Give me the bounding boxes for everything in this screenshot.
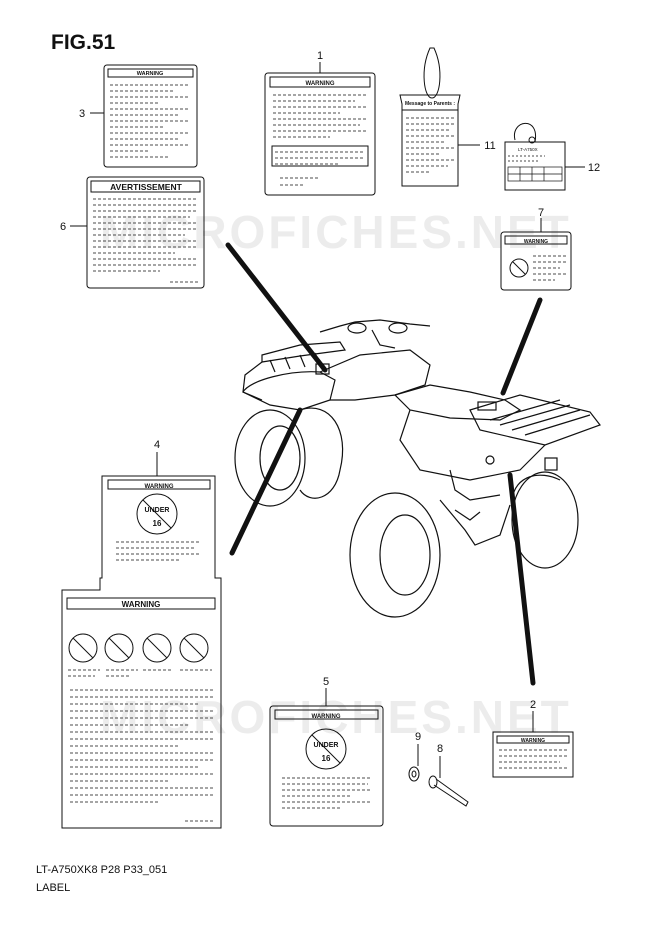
tag-12-model: LT-A750X (518, 147, 538, 152)
label-6-heading: AVERTISSEMENT (110, 182, 182, 192)
label-7 (500, 231, 572, 291)
callout-7: 7 (538, 207, 544, 219)
callout-1: 1 (317, 50, 323, 62)
warning-panel-heading: WARNING (122, 600, 161, 609)
callout-12: 12 (588, 162, 600, 174)
label-5-age: 16 (322, 754, 331, 763)
washer-9 (408, 766, 420, 782)
leader-lines (225, 242, 543, 686)
figure-title: FIG.51 (51, 31, 116, 54)
label-1-heading: WARNING (306, 81, 335, 87)
tag-11 (399, 47, 461, 187)
label-5-under: UNDER (314, 742, 339, 749)
callout-9: 9 (415, 731, 421, 743)
label-5 (269, 705, 384, 827)
callout-8: 8 (437, 743, 443, 755)
tag-12 (504, 122, 566, 191)
label-7-heading: WARNING (524, 239, 548, 245)
atv-drawing (234, 319, 601, 618)
footer-code: LT-A750XK8 P28 P33_051 (36, 864, 168, 876)
label-6 (86, 176, 205, 289)
rivet-8 (428, 775, 469, 807)
label-5-heading: WARNING (312, 714, 341, 720)
tag-11-heading: Message to Parents : (405, 101, 455, 107)
callout-4: 4 (154, 439, 160, 451)
label-1 (264, 72, 376, 196)
footer-section: LABEL (36, 882, 71, 894)
label-4-under: UNDER (145, 507, 170, 514)
label-4 (61, 475, 222, 829)
callout-5: 5 (323, 676, 329, 688)
callout-2: 2 (530, 699, 536, 711)
label-3-heading: WARNING (137, 71, 164, 77)
label-2-heading: WARNING (521, 738, 545, 744)
label-4-heading: WARNING (145, 484, 174, 490)
label-3 (103, 64, 198, 168)
callout-11: 11 (484, 140, 495, 152)
callout-3: 3 (79, 108, 85, 120)
label-4-age: 16 (153, 519, 162, 528)
callout-6: 6 (60, 221, 66, 233)
